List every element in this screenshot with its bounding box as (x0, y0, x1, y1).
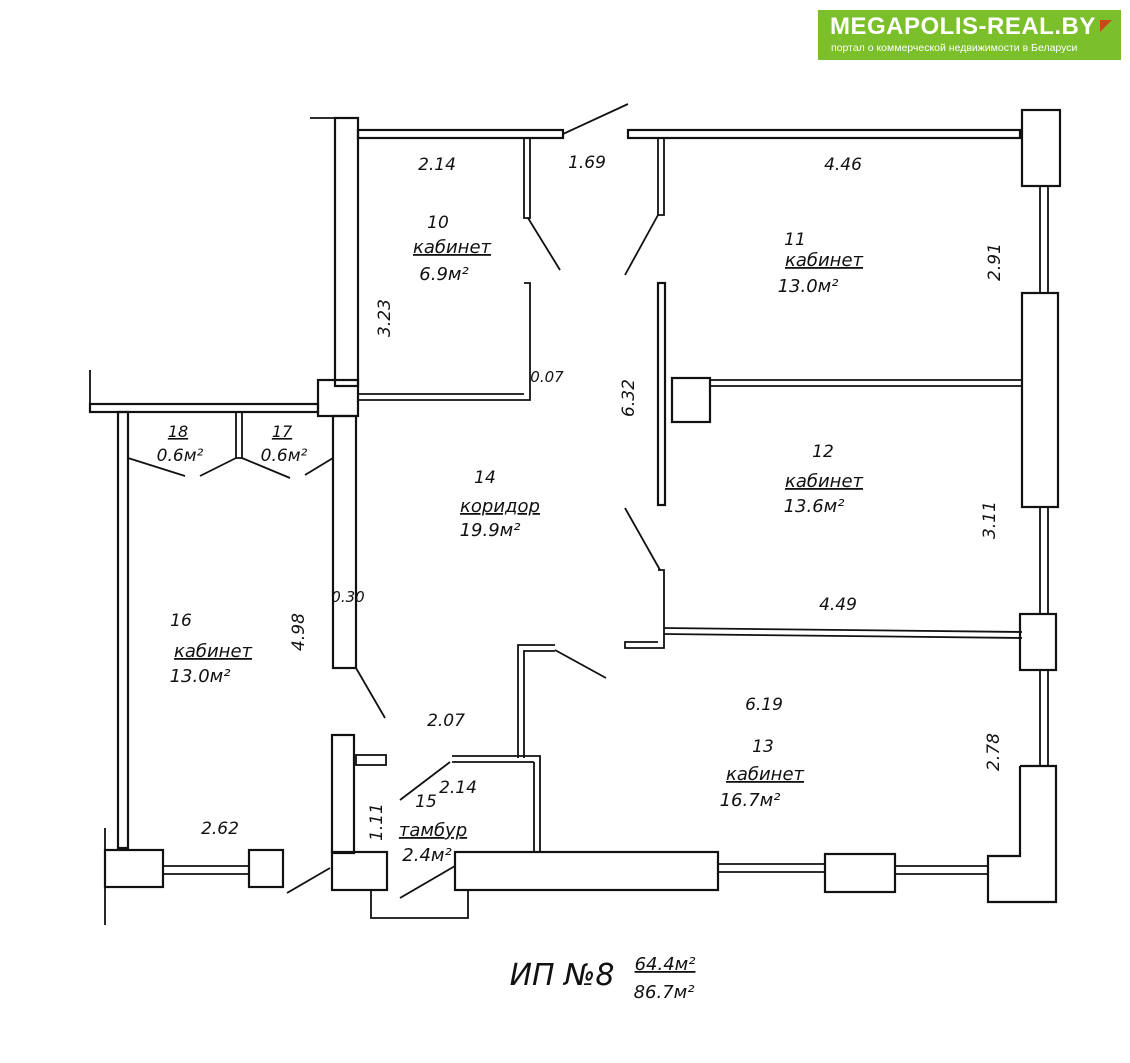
plan-title: ИП №8 (510, 958, 615, 993)
wall-segment (331, 414, 358, 670)
room-16-number: 16 (170, 611, 192, 631)
dimension-label: 3.11 (980, 501, 1000, 539)
wall-segment (663, 627, 1023, 633)
room-13-number: 13 (752, 737, 774, 757)
room-11-area: 13.0м² (778, 276, 839, 297)
room-17-number: 17 (272, 422, 293, 441)
wall-segment (356, 128, 565, 140)
column (1018, 612, 1058, 672)
dimension-label: 2.78 (984, 733, 1004, 771)
dimension-label: 2.07 (427, 711, 465, 731)
dimension-label: 0.30 (331, 588, 364, 606)
dimension-label: 1.69 (568, 153, 606, 173)
plan-area-main: 64.4м² (635, 954, 696, 975)
wall-segment (523, 650, 555, 758)
column (670, 376, 712, 424)
room-13-name: кабинет (726, 764, 805, 785)
room-10-name: кабинет (413, 237, 492, 258)
room-15-name: тамбур (399, 820, 467, 841)
room-13-area: 16.7м² (720, 790, 781, 811)
dimension-labels: 2.14 1.69 4.46 2.91 3.23 0.07 6.32 3.11 … (201, 153, 1005, 841)
wall-segment (517, 644, 555, 758)
wall-segment (333, 116, 360, 388)
wall-segment (562, 103, 629, 135)
room-14-area: 19.9м² (460, 520, 521, 541)
room-12-area: 13.6м² (784, 496, 845, 517)
room-10-area: 6.9м² (419, 264, 468, 285)
closet-door (304, 457, 334, 476)
brand-banner[interactable]: MEGAPOLIS-REAL.BY портал о коммерческой … (818, 10, 1121, 60)
plan-caption: ИП №8 64.4м² 86.7м² (510, 954, 696, 1003)
door-swing (399, 865, 456, 899)
door-swing (399, 761, 451, 801)
dimension-label: 6.32 (619, 379, 639, 417)
room-18-area: 0.6м² (157, 446, 204, 466)
entry-step (370, 890, 469, 919)
room-15-area: 2.4м² (402, 845, 451, 866)
wall-corner (986, 764, 1058, 904)
room-14-number: 14 (474, 468, 496, 488)
plan-area-total: 86.7м² (634, 982, 695, 1003)
column (103, 848, 165, 889)
dimension-label: 2.14 (418, 155, 456, 175)
dimension-label: 4.46 (824, 155, 862, 175)
room-14-name: коридор (460, 496, 540, 517)
room-12-number: 12 (812, 442, 834, 462)
room-18-number: 18 (168, 422, 188, 441)
wall-segment (88, 402, 320, 414)
wall-segment (663, 633, 1023, 639)
door-swing (527, 217, 561, 271)
door-jamb (624, 569, 665, 649)
wall-segment (452, 755, 541, 852)
room-17-area: 0.6м² (261, 446, 308, 466)
wall-segment (116, 410, 130, 850)
door-swing (624, 214, 659, 276)
column (823, 852, 897, 894)
dimension-label: 2.14 (439, 778, 477, 798)
closet-door (241, 457, 291, 479)
wall-segment (330, 733, 356, 855)
walls (88, 103, 1062, 925)
wall-segment (453, 850, 720, 892)
brand-title: MEGAPOLIS-REAL.BY (830, 13, 1096, 40)
corner-fold-icon (1100, 20, 1112, 32)
column (330, 850, 389, 892)
room-15-number: 15 (415, 792, 437, 812)
door-swing (286, 867, 331, 894)
wall-segment (1020, 291, 1060, 509)
dimension-label: 1.11 (367, 803, 387, 841)
wall-segment (626, 128, 1022, 140)
door-swing (554, 649, 607, 679)
dimension-label: 2.91 (985, 243, 1005, 281)
door-jamb (523, 137, 531, 219)
door-swing (355, 667, 386, 719)
dimension-label: 0.07 (530, 368, 564, 386)
room-16-area: 13.0м² (170, 666, 231, 687)
brand-subtitle: портал о коммерческой недвижимости в Бел… (831, 42, 1078, 54)
room-labels: 10 кабинет 6.9м² 11 кабинет 13.0м² 12 ка… (157, 213, 864, 866)
wall-segment (1020, 108, 1062, 188)
dimension-label: 2.62 (201, 819, 239, 839)
door-jamb (657, 137, 665, 216)
room-10-number: 10 (427, 213, 449, 233)
dimension-label: 4.49 (819, 595, 857, 615)
dimension-label: 3.23 (375, 299, 395, 337)
wall-segment (355, 754, 387, 766)
room-12-name: кабинет (785, 471, 864, 492)
door-swing (624, 507, 661, 571)
room-11-number: 11 (784, 230, 806, 250)
wall-segment (656, 281, 667, 507)
closet-divider (235, 412, 243, 459)
room-11-name: кабинет (785, 250, 864, 271)
column (247, 848, 285, 889)
closet-door (127, 457, 186, 477)
room-16-name: кабинет (174, 641, 253, 662)
wall-segment (357, 282, 531, 401)
dimension-label: 6.19 (745, 695, 783, 715)
dimension-label: 4.98 (289, 613, 309, 651)
closet-door (199, 457, 237, 477)
